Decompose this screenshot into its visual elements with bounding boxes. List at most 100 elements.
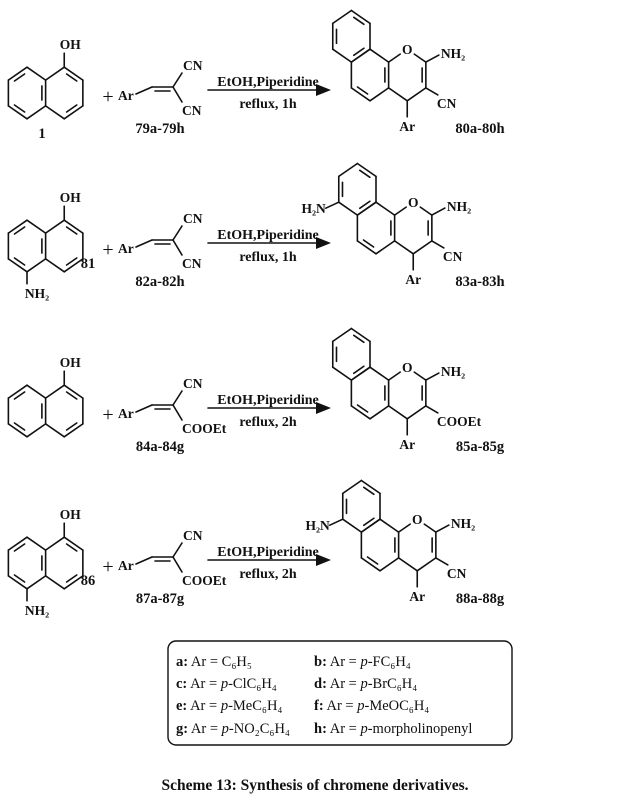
reaction-conditions: reflux, 2h: [239, 415, 297, 430]
double-bond: [13, 104, 26, 113]
legend-para-prefix: p: [220, 676, 228, 692]
ring-oxygen-label: O: [412, 512, 423, 527]
legend-key: g:: [176, 721, 188, 737]
legend-text: Ar =: [327, 676, 361, 692]
legend-text: Ar =: [187, 676, 221, 692]
legend-key: h:: [314, 721, 327, 737]
legend-text: Ar =: [187, 698, 221, 714]
bond: [360, 518, 381, 533]
bond: [331, 327, 353, 343]
legend-substituent: -MeC₆H₄: [228, 698, 282, 714]
bond: [7, 258, 28, 273]
bond: [393, 240, 415, 255]
bond: [172, 225, 183, 241]
bond: [375, 240, 396, 255]
double-bond: [352, 334, 365, 344]
double-bond: [13, 226, 26, 235]
naphthol-structure: OH: [7, 355, 84, 438]
arrow-head: [316, 402, 331, 414]
legend-key: a:: [176, 654, 188, 670]
bond: [7, 575, 28, 590]
bond: [393, 206, 407, 216]
product-3-substituent: CN: [447, 566, 467, 581]
bond: [331, 48, 353, 63]
arrow-head: [316, 237, 331, 249]
bond: [44, 66, 66, 81]
reagent-bottom-group: CN: [182, 103, 202, 118]
double-bond: [356, 404, 369, 413]
double-bond: [65, 422, 78, 431]
bond: [413, 53, 427, 63]
bond: [26, 105, 47, 120]
legend-key: c:: [176, 676, 187, 692]
legend-para-prefix: p: [359, 721, 367, 737]
bond: [406, 405, 427, 420]
bond: [328, 518, 344, 527]
bond: [26, 575, 47, 590]
plus-sign: +: [102, 86, 113, 108]
reagent-bottom-group: COOEt: [182, 573, 227, 588]
reagent-top-group: CN: [183, 211, 203, 226]
plus-sign: +: [102, 239, 113, 261]
reagent-compound-number: 84a-84g: [136, 439, 185, 455]
bond: [425, 54, 440, 63]
reaction-solvent-catalyst: EtOH,Piperidine: [217, 393, 319, 408]
bond: [7, 384, 28, 399]
product-amino-label: NH₂: [441, 46, 465, 61]
bond: [7, 105, 28, 120]
legend-para-prefix: p: [356, 698, 364, 714]
bond: [26, 423, 47, 438]
product-amino-label: NH₂: [447, 199, 471, 214]
naphtho-ring: [350, 48, 390, 102]
naphthalene-right-ring: [44, 384, 84, 438]
bond: [26, 66, 47, 81]
naphtho-ring: [350, 366, 390, 420]
product-amino-label: NH₂: [441, 364, 465, 379]
bond: [172, 542, 183, 558]
pyran-ring: [397, 523, 437, 572]
reaction-arrow: EtOH,Piperidine reflux, 1h: [207, 228, 331, 265]
double-bond: [358, 169, 371, 179]
bond: [425, 372, 440, 381]
double-bond: [352, 47, 365, 57]
bond: [350, 327, 371, 343]
bond: [435, 524, 450, 533]
bond: [431, 240, 445, 249]
legend-entry: d: Ar = p-BrC₆H₄: [314, 676, 417, 692]
bond: [406, 87, 427, 102]
legend-entry: b: Ar = p-FC₆H₄: [314, 654, 411, 670]
bond: [172, 239, 183, 256]
double-bond: [13, 543, 26, 552]
bond: [350, 48, 371, 63]
product-3-substituent: CN: [437, 96, 457, 111]
amino-label: NH₂: [25, 286, 49, 301]
reaction-row: OH1+ArCNCN79a-79hEtOH,Piperidinereflux, …: [7, 9, 505, 142]
double-bond: [13, 422, 26, 431]
bond: [413, 371, 427, 381]
bond: [44, 219, 66, 234]
bond: [350, 9, 371, 25]
reagent-aryl-label: Ar: [118, 88, 134, 103]
bond: [135, 239, 153, 248]
bond: [44, 105, 66, 120]
scheme-caption: Scheme 13: Synthesis of chromene derivat…: [161, 777, 468, 794]
reaction-solvent-catalyst: EtOH,Piperidine: [217, 228, 319, 243]
legend-text: Ar =: [324, 698, 358, 714]
bond: [7, 66, 28, 81]
bond: [412, 240, 433, 255]
bond: [172, 556, 183, 573]
bond: [172, 404, 183, 421]
hydroxyl-label: OH: [60, 355, 82, 370]
legend-para-prefix: p: [221, 721, 229, 737]
reaction-conditions: reflux, 1h: [239, 250, 297, 265]
legend-text: Ar =: [188, 721, 222, 737]
reaction-conditions: reflux, 1h: [239, 97, 297, 112]
bond: [379, 518, 400, 533]
reaction-solvent-catalyst: EtOH,Piperidine: [217, 545, 319, 560]
